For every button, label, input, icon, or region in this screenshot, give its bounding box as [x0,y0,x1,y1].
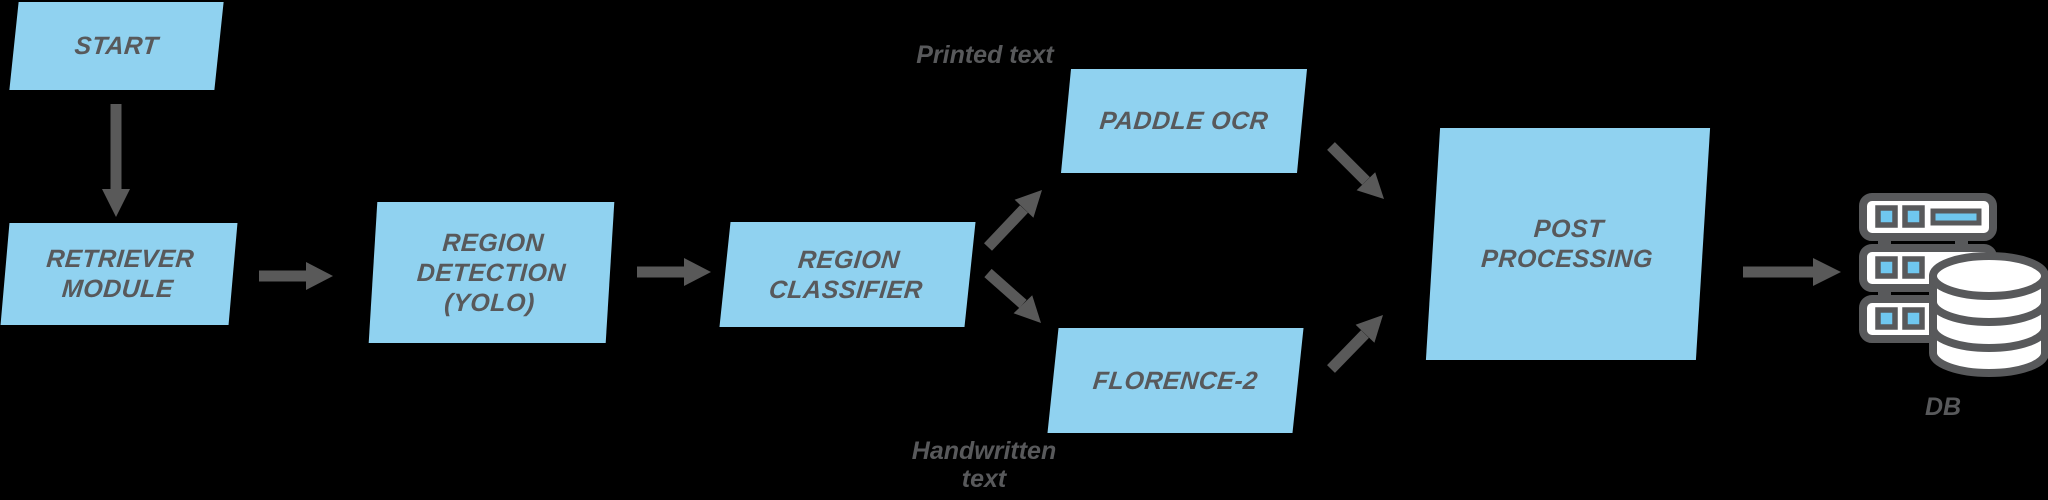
node-post-processing-label: POST PROCESSING [1480,215,1654,273]
arrow-start-to-retriever [102,104,130,217]
arrow-retriever-to-region-detection [259,262,333,290]
database-cylinder [1929,252,2048,377]
arrow-post-processing-to-db [1743,258,1841,286]
database-server-icon [1859,193,2048,377]
node-region-detection-label: REGION DETECTION (YOLO) [416,228,567,317]
node-paddle-ocr-label: PADDLE OCR [1098,107,1270,135]
node-florence-2-label: FLORENCE-2 [1091,366,1260,395]
node-region-detection: REGION DETECTION (YOLO) [368,202,615,343]
node-retriever-module-label: RETRIEVER MODULE [45,245,196,303]
branch-label-handwritten-text: Handwritten text [911,437,1057,493]
db-label: DB [1924,393,1962,421]
arrow-florence-to-post-processing [1327,315,1383,373]
arrow-paddle-ocr-to-post-processing [1327,142,1384,199]
node-region-classifier: REGION CLASSIFIER [719,222,976,327]
arrow-region-classifier-to-paddle-ocr [984,190,1042,251]
node-post-processing: POST PROCESSING [1425,128,1711,360]
node-start-label: START [73,32,160,60]
node-florence-2: FLORENCE-2 [1047,328,1304,433]
branch-label-printed-text: Printed text [916,41,1054,69]
arrow-region-detection-to-region-classifier [637,258,711,286]
node-retriever-module: RETRIEVER MODULE [0,223,238,325]
node-start: START [9,2,224,90]
arrow-region-classifier-to-florence [984,268,1041,323]
node-region-classifier-label: REGION CLASSIFIER [767,245,925,304]
node-paddle-ocr: PADDLE OCR [1060,69,1308,173]
